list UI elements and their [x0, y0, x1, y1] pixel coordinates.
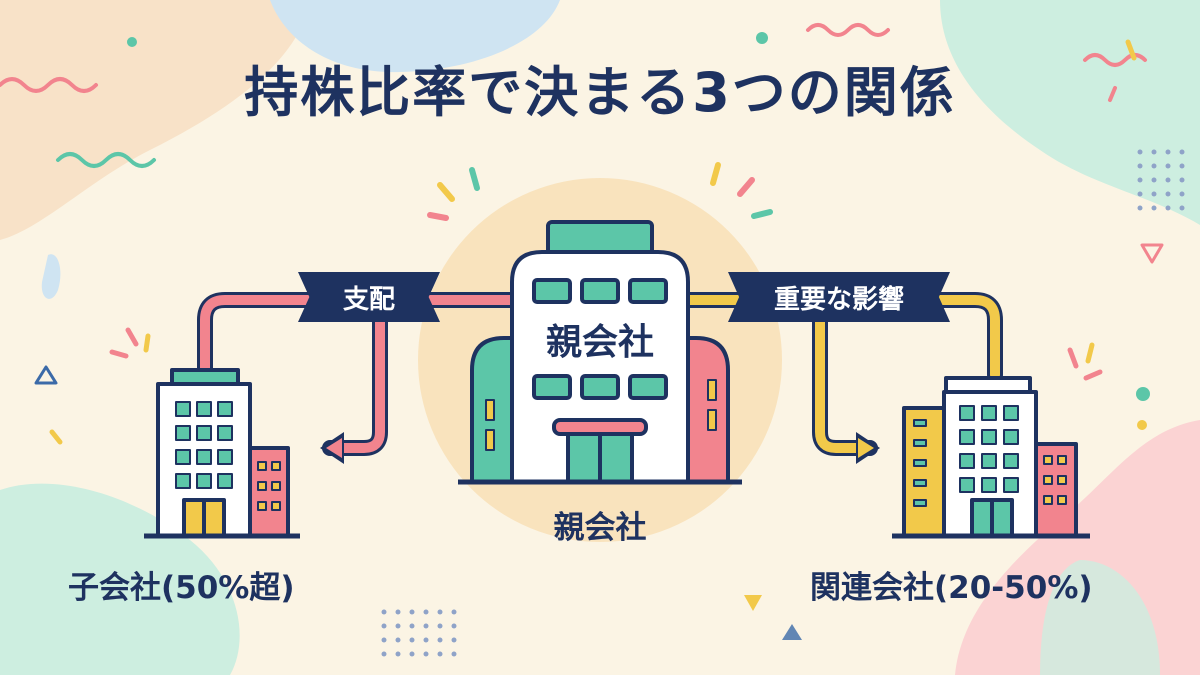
control-arrow	[197, 292, 520, 464]
subsidiary-building-icon	[144, 368, 300, 539]
control-relation-label: 支配	[298, 272, 440, 322]
parent-company-caption: 親会社	[553, 510, 647, 546]
influence-arrow	[680, 292, 1003, 464]
diagram-title: 持株比率で決まる3つの関係	[244, 61, 956, 124]
parent-building-icon	[458, 220, 742, 485]
affiliate-caption: 関連会社(20-50%)	[810, 570, 1093, 606]
subsidiary-caption: 子会社(50%超)	[68, 570, 295, 606]
sparkle-marks	[49, 162, 1103, 445]
affiliate-building-icon	[892, 376, 1090, 539]
influence-relation-label: 重要な影響	[728, 272, 950, 322]
parent-building-sign: 親会社	[545, 322, 654, 363]
